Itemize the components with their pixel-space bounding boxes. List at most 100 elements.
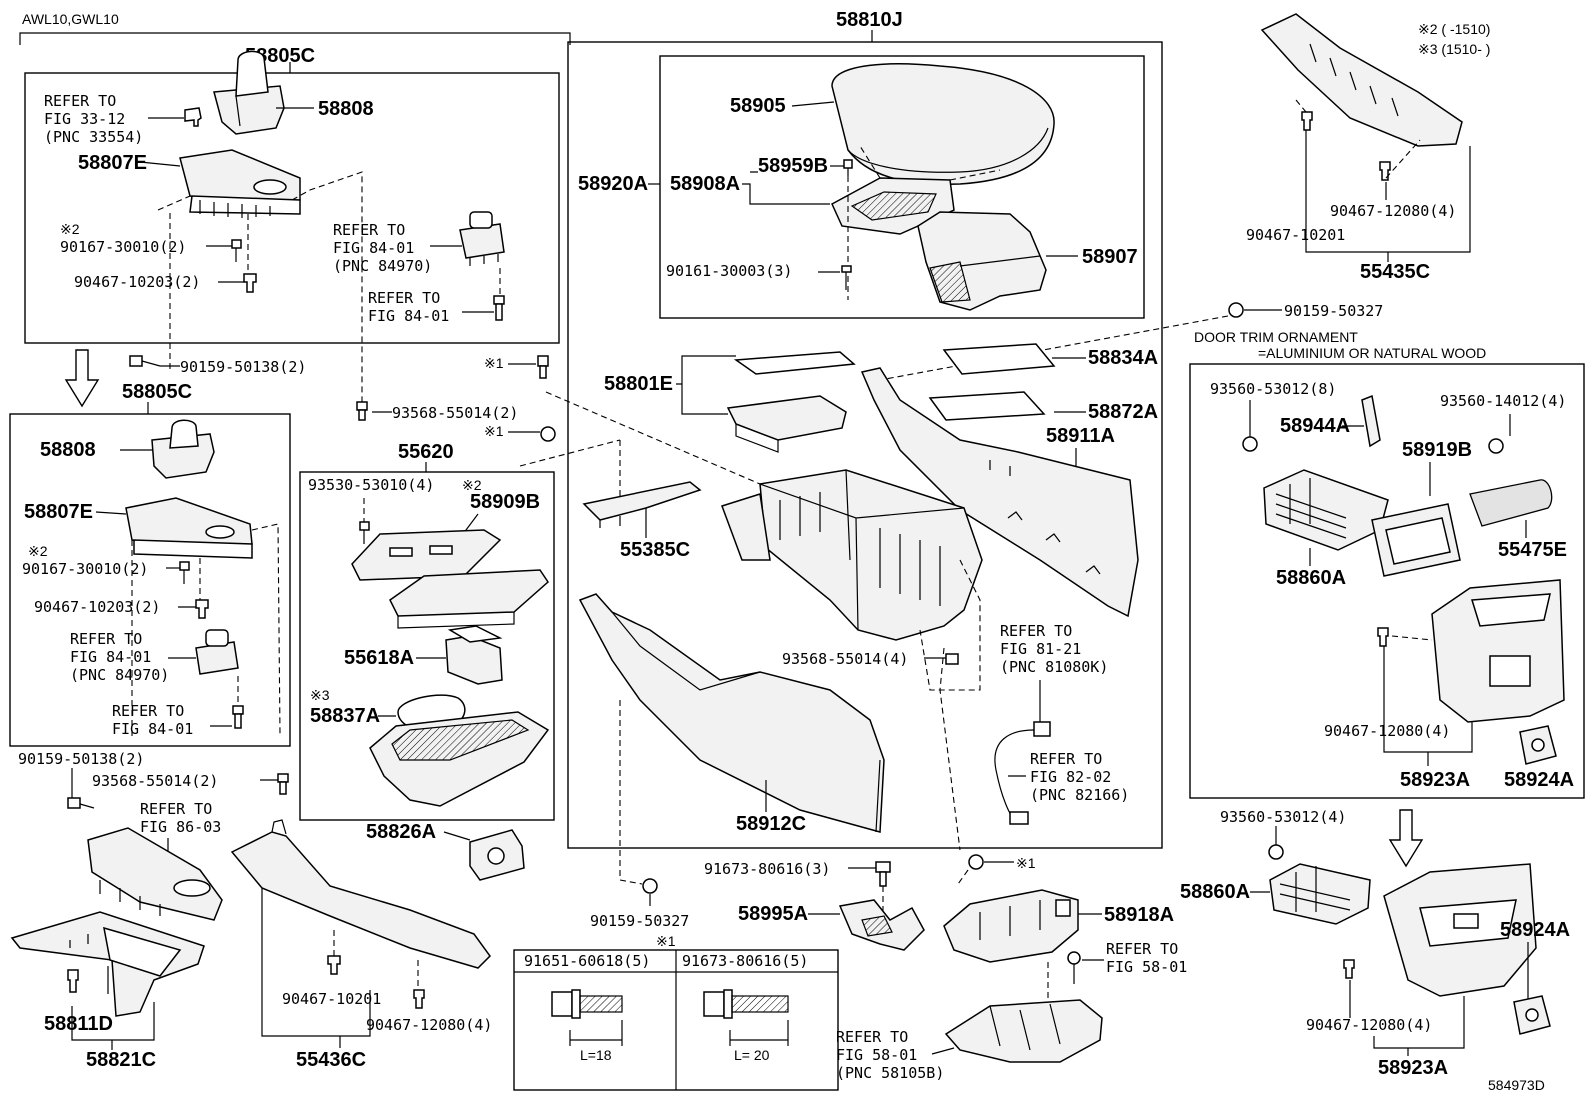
shift-cover-part — [87, 827, 223, 921]
clip-part — [1379, 161, 1391, 181]
bolt-length-2: L= 20 — [734, 1047, 770, 1063]
note-mark-1-d: ※1 — [1016, 855, 1036, 871]
holder-55618a — [445, 625, 503, 685]
svg-text:FIG 84-01: FIG 84-01 — [368, 307, 449, 325]
console-box-main — [759, 469, 983, 641]
bezel-58919b — [1371, 503, 1461, 577]
bolt-part — [945, 653, 959, 665]
armrest-hinge-58908a — [831, 177, 955, 235]
fastener-93568-a: 93568-55014(2) — [92, 772, 218, 790]
group-label-55435c: 55435C — [1360, 261, 1430, 283]
side-trim-55436c — [230, 819, 491, 969]
fastener-90159-c: 90159-50327 — [1284, 302, 1383, 320]
part-label-58837a: 58837A — [310, 705, 380, 727]
refer-note-86-03: REFER TO FIG 86-03 — [140, 800, 221, 836]
group-label-58923a-bot: 58923A — [1378, 1057, 1448, 1079]
clip-part — [67, 969, 79, 993]
note-mark-3-55620: ※3 — [310, 687, 330, 703]
side-panel-58911a — [860, 367, 1139, 618]
bolt-part — [642, 878, 658, 894]
tray-58801e — [726, 395, 847, 453]
bolt-part — [1067, 951, 1081, 984]
cup-cover-58909b — [351, 529, 502, 581]
flange-bolt-drawing — [551, 989, 623, 1046]
bracket-58995a — [838, 899, 925, 951]
part-label-58801e: 58801E — [604, 373, 673, 395]
part-label-58911a: 58911A — [1046, 425, 1115, 447]
svg-text:FIG 86-03: FIG 86-03 — [140, 818, 221, 836]
refer-note-81-21: REFER TO FIG 81-21 (PNC 81080K) — [1000, 622, 1108, 676]
part-label-58811d: 58811D — [44, 1013, 113, 1035]
shift-knob-58808-mid — [151, 419, 215, 479]
svg-text:FIG 84-01: FIG 84-01 — [112, 720, 193, 738]
door-trim-note-line1: DOOR TRIM ORNAMENT — [1194, 329, 1358, 345]
svg-text:(PNC 58105B): (PNC 58105B) — [836, 1064, 944, 1082]
model-bracket — [19, 32, 571, 45]
part-label-58909b: 58909B — [470, 491, 540, 513]
bolt-table: 91651-60618(5) 91673-80616(5) L=18 L= 20 — [513, 949, 839, 1091]
mat-58834a — [942, 343, 1056, 375]
svg-text:FIG 82-02: FIG 82-02 — [1030, 768, 1111, 786]
note-3-range: ※3 (1510- ) — [1418, 41, 1490, 57]
bolt-table-col2: 91673-80616(5) — [682, 952, 808, 970]
note-2-range: ※2 ( -1510) — [1418, 21, 1490, 37]
trim-panel-58811d — [10, 911, 205, 1017]
group-box-armrest — [659, 55, 1145, 319]
bolt-part — [277, 773, 289, 795]
bracket-55385c — [582, 481, 702, 528]
svg-text:REFER TO: REFER TO — [112, 702, 184, 720]
fastener-93560-a: 93560-53012(8) — [1210, 380, 1336, 398]
group-box-door-trim — [1189, 363, 1585, 799]
fastener-90167-top: 90167-30010(2) — [60, 238, 186, 256]
refer-note-84-01-a: REFER TO FIG 84-01 (PNC 84970) — [333, 221, 432, 275]
svg-text:REFER TO: REFER TO — [836, 1028, 908, 1046]
note-mark-2-mid: ※2 — [28, 543, 48, 559]
trim-strip-58944a — [1361, 394, 1381, 448]
part-label-58807e-mid: 58807E — [24, 501, 93, 523]
fastener-93568-b: 93568-55014(2) — [392, 404, 518, 422]
part-label-58807e-top: 58807E — [78, 152, 147, 174]
bolt-part — [129, 355, 161, 367]
svg-text:REFER TO: REFER TO — [70, 630, 142, 648]
fastener-93568-c: 93568-55014(4) — [782, 650, 908, 668]
bracket-58918a — [943, 889, 1079, 963]
fastener-90467-10201-a: 90467-10201 — [282, 990, 381, 1008]
note-mark-1-a: ※1 — [484, 355, 504, 371]
svg-text:FIG 58-01: FIG 58-01 — [1106, 958, 1187, 976]
clip-part — [195, 599, 209, 619]
bolt-part — [1268, 844, 1284, 860]
trim-55475e — [1469, 479, 1553, 527]
fastener-93530: 93530-53010(4) — [308, 476, 434, 494]
part-label-58808-top: 58808 — [318, 98, 374, 120]
group-label-58810j: 58810J — [836, 9, 903, 31]
shift-knob-58808-top — [213, 50, 285, 135]
fastener-90159-d: 90159-50327 — [590, 912, 689, 930]
part-label-58924a-bot: 58924A — [1500, 919, 1570, 941]
note-mark-2-55620: ※2 — [462, 477, 482, 493]
svg-text:REFER TO: REFER TO — [368, 289, 440, 307]
fastener-90159-a: 90159-50138(2) — [180, 358, 306, 376]
clip-part — [413, 989, 425, 1009]
arrow-down-icon — [1388, 809, 1424, 868]
armrest-base-58907 — [917, 211, 1047, 311]
svg-text:(PNC 84970): (PNC 84970) — [333, 257, 432, 275]
part-label-58908a: 58908A — [670, 173, 740, 195]
screw-part — [841, 265, 852, 290]
svg-text:REFER TO: REFER TO — [1000, 622, 1072, 640]
bolt-part — [875, 861, 891, 887]
shift-bezel-58807e-top — [179, 149, 301, 218]
part-label-58872a: 58872A — [1088, 401, 1158, 423]
fastener-90467-12080-b: 90467-12080(4) — [1330, 202, 1456, 220]
switch-part — [195, 629, 239, 675]
arrow-down-icon — [64, 349, 100, 408]
note-mark-2-top: ※2 — [60, 221, 80, 237]
screw-part — [359, 521, 370, 544]
svg-text:(PNC 84970): (PNC 84970) — [70, 666, 169, 684]
clip-part — [243, 273, 257, 293]
svg-text:REFER TO: REFER TO — [1030, 750, 1102, 768]
hex-bolt-drawing — [703, 989, 789, 1046]
group-box-58805c-top — [24, 72, 560, 344]
bolt-part — [1228, 302, 1244, 318]
mat-58872a — [928, 391, 1046, 421]
fastener-90167-mid: 90167-30010(2) — [22, 560, 148, 578]
